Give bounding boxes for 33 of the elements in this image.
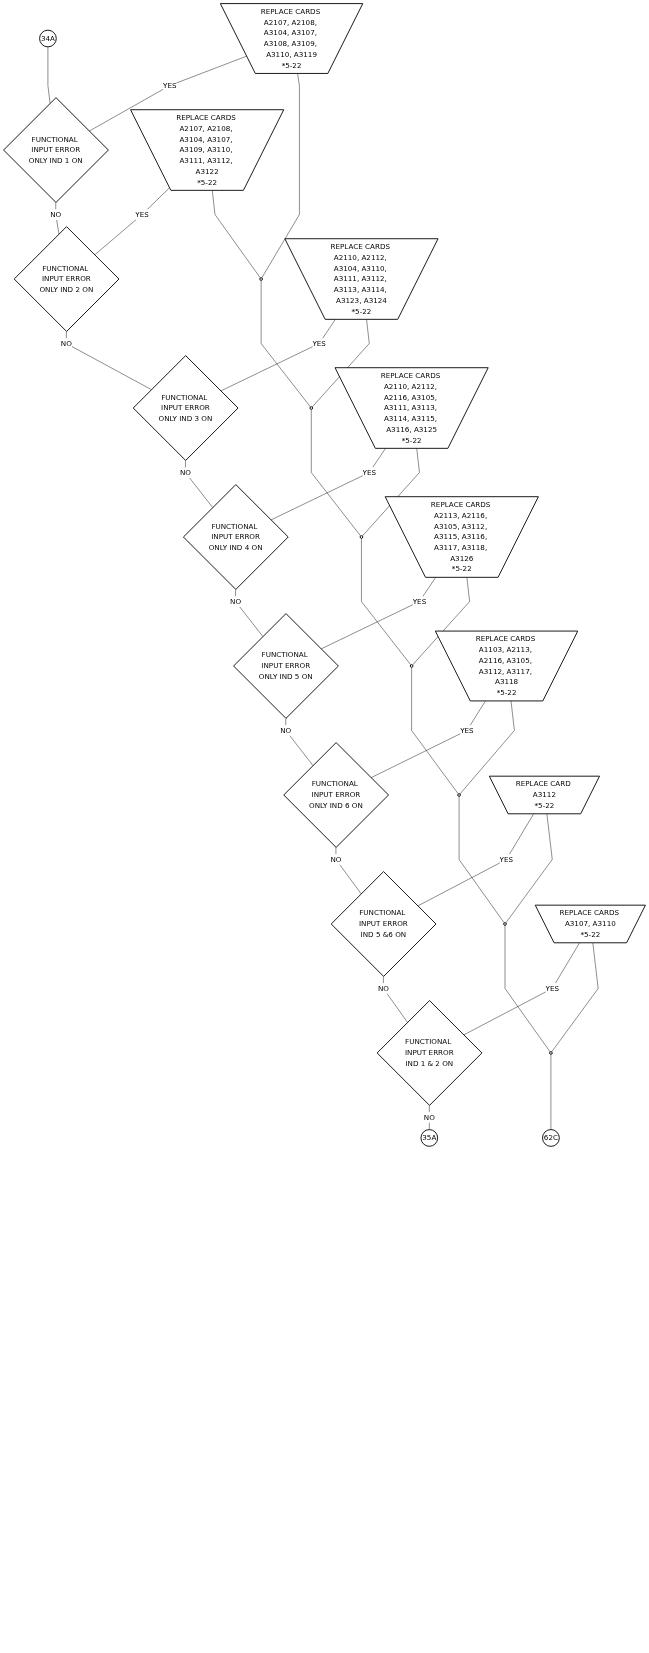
node-circle [503, 922, 507, 926]
connector [311, 319, 370, 408]
connector [47, 46, 51, 104]
node-circle [259, 277, 263, 281]
connector [212, 190, 261, 279]
connector [220, 319, 336, 392]
connector [185, 460, 213, 508]
connector [505, 813, 553, 924]
connector [361, 538, 411, 666]
connector [285, 718, 314, 766]
node-circle [549, 1051, 553, 1055]
connector [411, 667, 459, 795]
connector [459, 700, 515, 795]
connector [270, 448, 386, 521]
connector [412, 577, 470, 666]
node-circle [359, 535, 364, 539]
node-circle [457, 793, 461, 797]
connector [261, 73, 300, 279]
connector [94, 187, 170, 256]
connector [550, 1054, 552, 1130]
connector [458, 796, 505, 924]
connector [260, 280, 311, 408]
connector [235, 589, 264, 637]
connector [66, 331, 152, 390]
connector [89, 55, 247, 132]
connector [335, 847, 362, 895]
connector [311, 409, 361, 537]
node-circle [409, 664, 414, 668]
connector [551, 942, 599, 1053]
connector [504, 925, 551, 1053]
connector [362, 448, 420, 537]
node-circle [309, 406, 314, 410]
connector [320, 577, 436, 650]
